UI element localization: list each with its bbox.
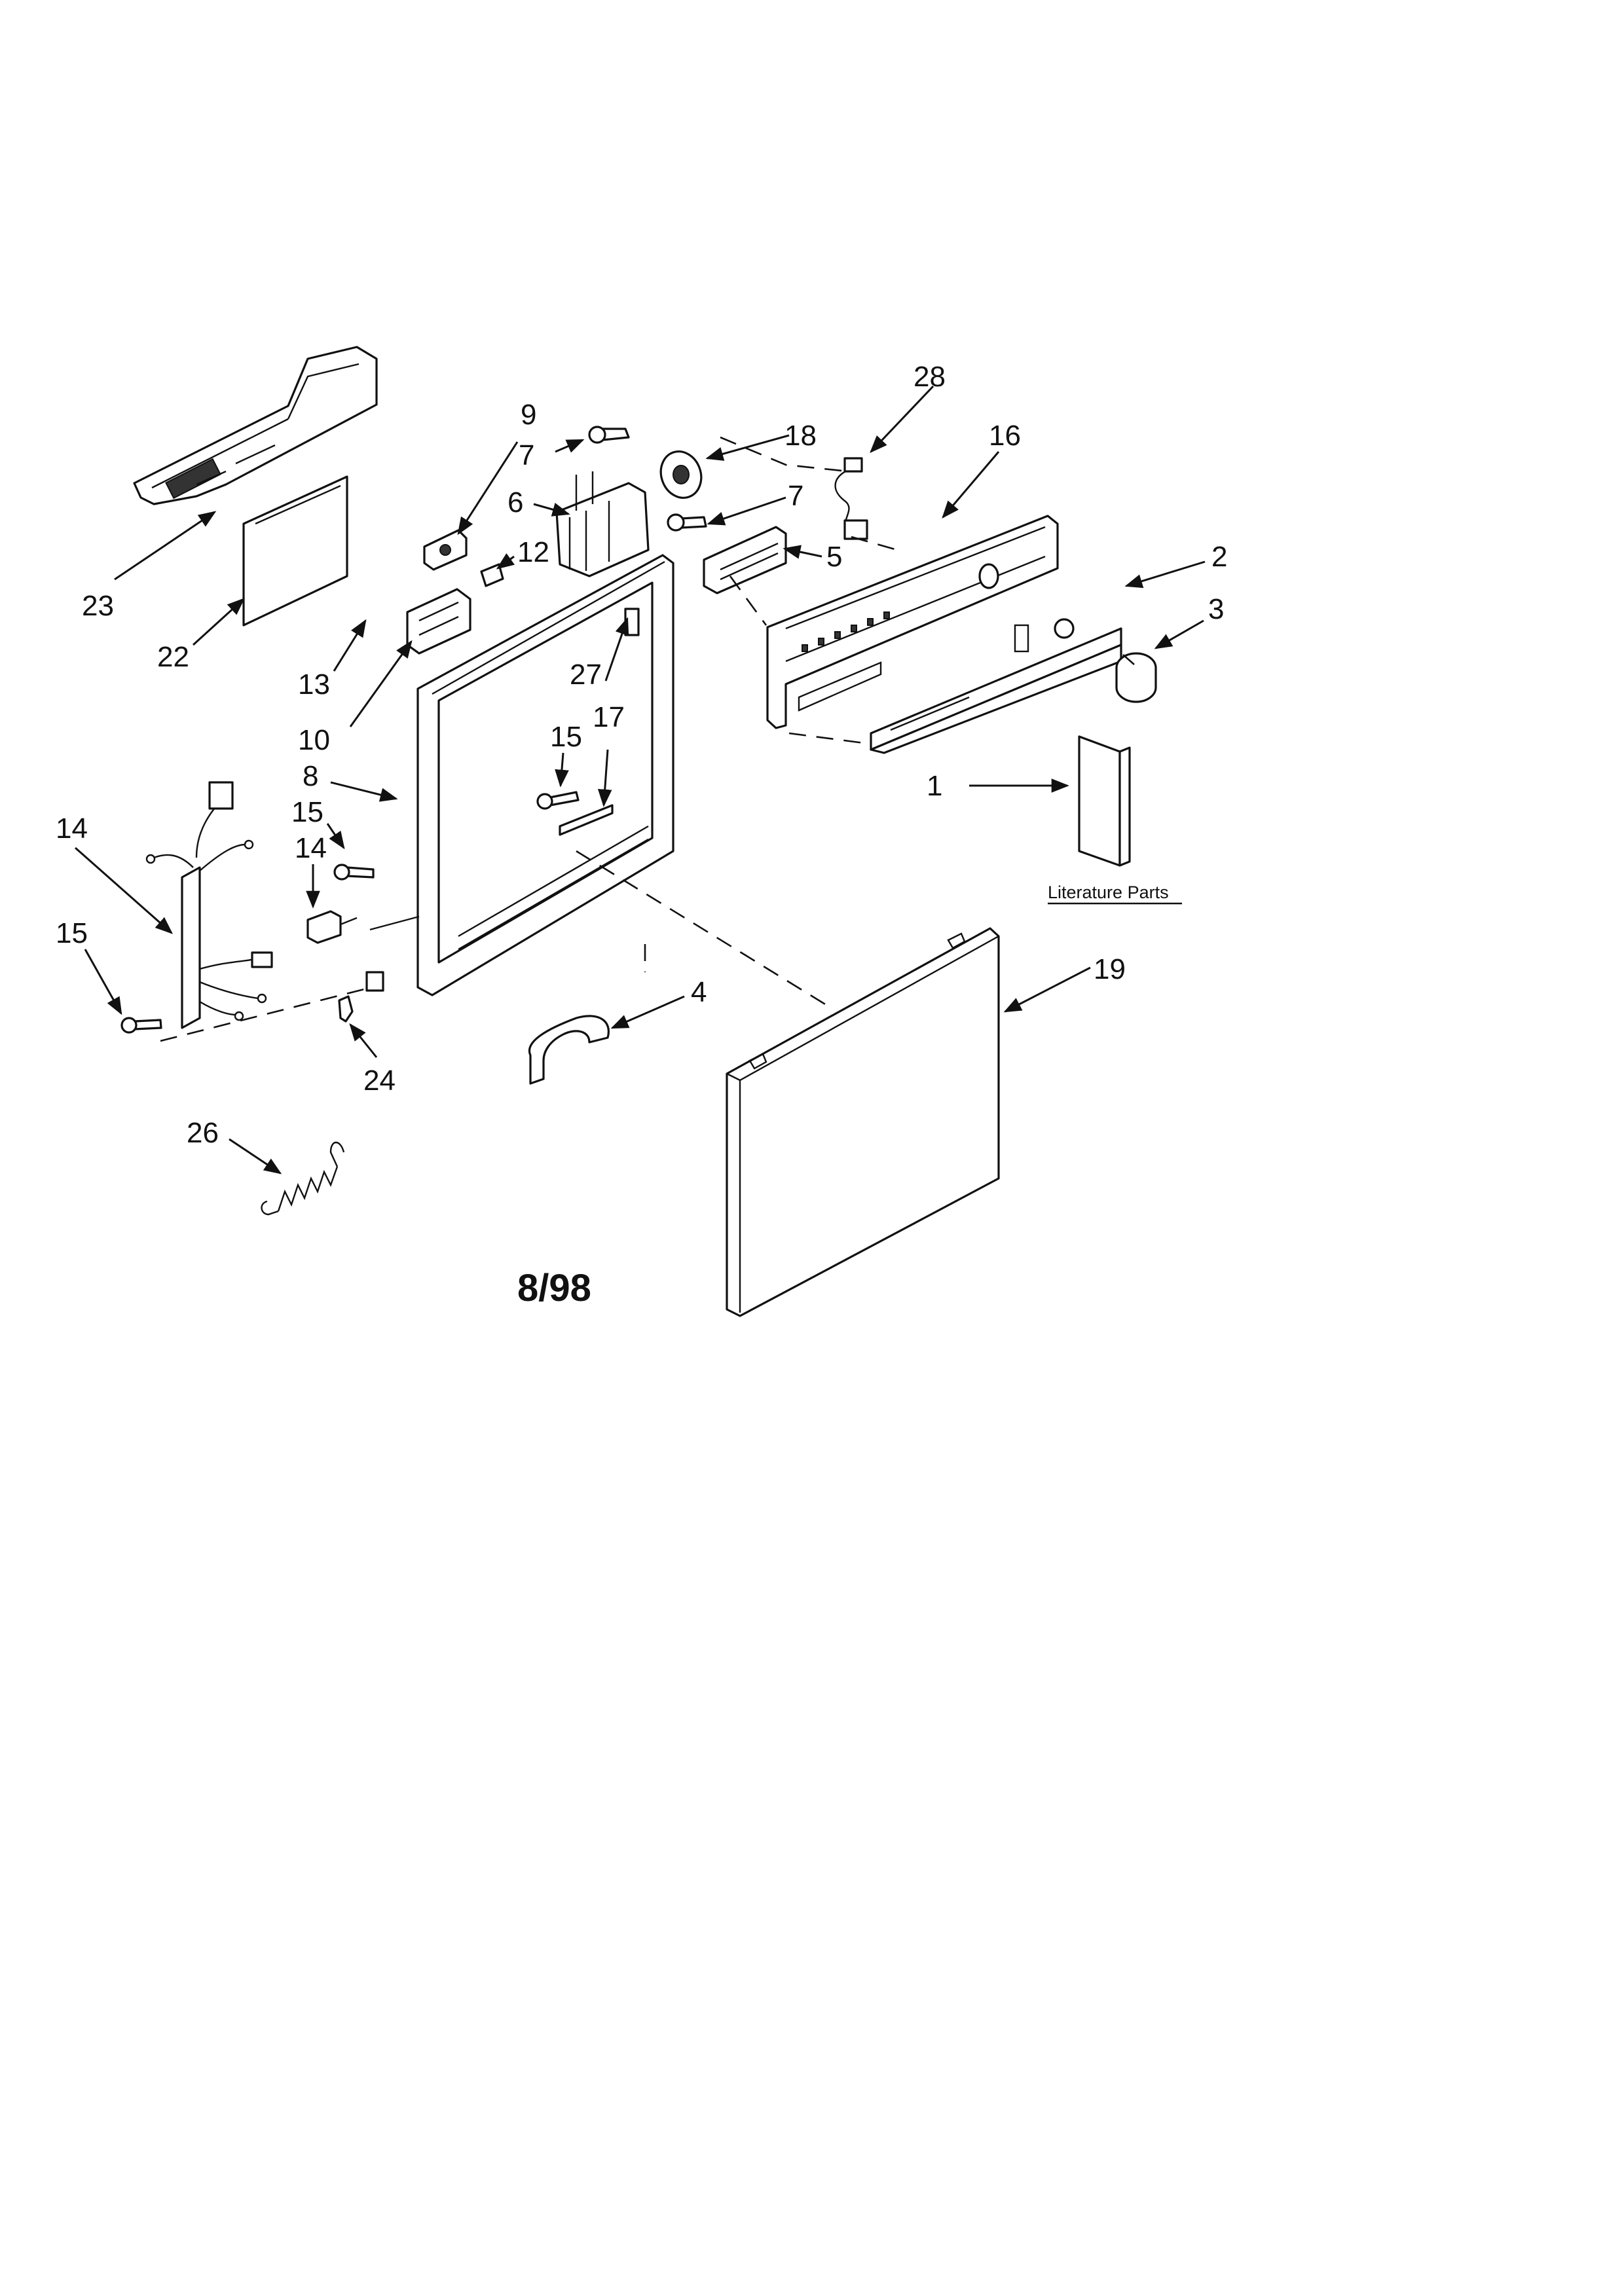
callout-22: 22: [157, 641, 189, 673]
part-3-knob: [1115, 652, 1157, 703]
part-14-connector: [306, 910, 358, 944]
callout-16: 16: [989, 420, 1021, 452]
part-4-bracket: [528, 1015, 610, 1085]
callout-7-upper: 7: [519, 439, 534, 471]
part-6-switch-assembly: [555, 471, 650, 577]
part-7-screw-upper: [588, 426, 630, 444]
part-8-door-frame: [365, 554, 674, 996]
callout-15-a: 15: [550, 721, 582, 753]
callout-7-lower: 7: [788, 480, 803, 512]
part-1-literature-booklet: [1078, 735, 1131, 867]
part-11-latch-clip: [480, 563, 504, 587]
part-15-screw-c: [120, 1017, 162, 1034]
callout-19: 19: [1094, 953, 1126, 985]
part-9-latch: [423, 529, 468, 571]
callout-5: 5: [826, 541, 842, 573]
callout-23: 23: [82, 590, 114, 622]
part-22-insulation-pad: [242, 475, 348, 627]
callout-leaders: [75, 385, 1206, 1175]
callout-9: 9: [521, 399, 536, 431]
part-15-screw-a: [536, 791, 580, 810]
callout-28: 28: [913, 361, 946, 393]
callout-labels: 28 18 16 9 7 7 6 12 5 2 3 23 22 13 27 10…: [56, 361, 1227, 1309]
callout-3: 3: [1208, 593, 1224, 625]
callout-15-b: 15: [291, 796, 323, 828]
part-16-control-panel: [766, 515, 1059, 729]
callout-24: 24: [363, 1065, 396, 1097]
part-17-strip: [559, 804, 614, 836]
part-10-latch-base: [406, 588, 471, 655]
callout-10: 10: [298, 724, 330, 756]
callout-18: 18: [784, 420, 817, 452]
callout-15-c: 15: [56, 917, 88, 949]
part-15-screw-b: [333, 864, 375, 881]
part-24-clip: [338, 995, 354, 1023]
callout-1: 1: [927, 770, 942, 802]
callout-2: 2: [1211, 541, 1227, 573]
callout-27: 27: [570, 659, 602, 691]
callout-6: 6: [507, 486, 523, 519]
part-23-vent-housing: [133, 346, 378, 505]
callout-4: 4: [691, 976, 707, 1008]
part-13-wire-harness: [145, 781, 273, 1029]
part-7-screw-lower: [667, 513, 707, 532]
callout-26: 26: [187, 1117, 219, 1149]
callout-12: 13: [298, 668, 330, 701]
callout-11: 12: [517, 536, 549, 568]
part-5-button-block: [703, 526, 787, 594]
assembly-guide-lines: [160, 436, 1135, 1042]
part-18-dial: [659, 450, 703, 499]
part-28-wire-lead: [834, 457, 868, 540]
part-19-door-panel: [726, 927, 1000, 1317]
part-26-spring: [261, 1141, 345, 1216]
literature-parts-label: Literature Parts: [1048, 883, 1169, 902]
callout-17: 17: [593, 701, 625, 733]
callout-8: 8: [303, 760, 318, 792]
callout-13: 14: [56, 812, 88, 845]
callout-14: 14: [295, 832, 327, 864]
part-2-control-overlay: [870, 618, 1122, 754]
date-code: 8/98: [517, 1267, 591, 1309]
